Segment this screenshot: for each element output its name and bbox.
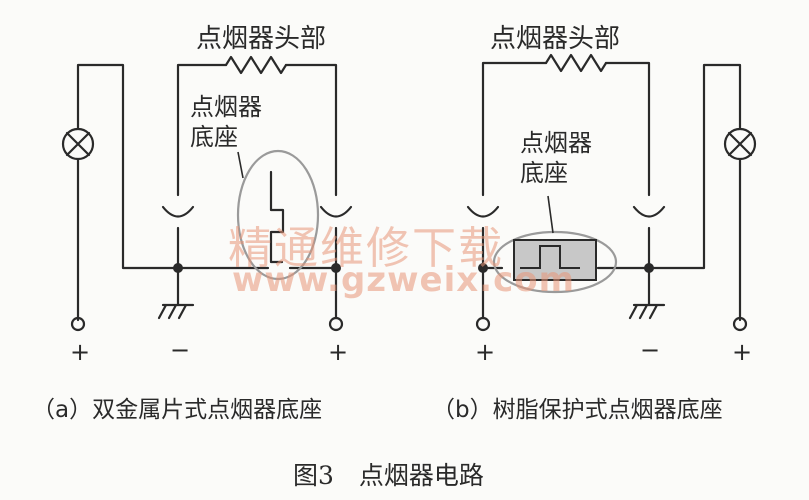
leader-a bbox=[237, 151, 244, 179]
base-highlight-a bbox=[236, 149, 320, 281]
terminal-icon bbox=[328, 316, 344, 332]
sign-a-lamp: + bbox=[70, 338, 91, 366]
ground-icon bbox=[157, 303, 195, 320]
circuit-b bbox=[466, 53, 757, 332]
base-label-a: 点烟器 底座 bbox=[190, 92, 262, 152]
socket-icon bbox=[632, 205, 666, 218]
resistor-icon bbox=[224, 55, 288, 75]
sign-b-ground: − bbox=[640, 336, 661, 364]
watermark-url: www.gzweix.com bbox=[232, 260, 576, 300]
base-label-a-line2: 底座 bbox=[190, 123, 238, 151]
lamp-icon bbox=[61, 127, 95, 161]
wire-a-head bbox=[176, 63, 338, 197]
base-label-b-line2: 底座 bbox=[520, 159, 568, 187]
lamp-icon bbox=[723, 127, 757, 161]
sign-a-right: + bbox=[328, 338, 349, 366]
caption-b: （b）树脂保护式点烟器底座 bbox=[432, 397, 723, 423]
socket-icon bbox=[319, 205, 353, 218]
base-highlight-b bbox=[492, 230, 618, 294]
sign-a-ground: − bbox=[170, 336, 191, 364]
sign-b-left: + bbox=[475, 338, 496, 366]
resistor-icon bbox=[544, 53, 608, 73]
sign-b-lamp: + bbox=[732, 338, 753, 366]
resin-block-icon bbox=[513, 239, 597, 281]
junction-dots bbox=[173, 263, 654, 273]
ground-icon bbox=[628, 303, 666, 320]
wire-a-lamp-top bbox=[76, 63, 180, 322]
socket-icon bbox=[161, 205, 195, 218]
leader-b bbox=[547, 195, 554, 234]
terminal-icon bbox=[70, 316, 86, 332]
terminal-icon bbox=[475, 316, 491, 332]
caption-a: （a）双金属片式点烟器底座 bbox=[32, 397, 323, 423]
base-label-b: 点烟器 底座 bbox=[520, 128, 592, 188]
head-label-b: 点烟器头部 bbox=[490, 24, 621, 54]
bimetal-strip-icon bbox=[269, 170, 285, 264]
socket-icon bbox=[466, 205, 500, 218]
watermark-cn: 精通维修下载 bbox=[228, 223, 504, 274]
wire-b-head bbox=[481, 61, 651, 197]
base-label-a-line1: 点烟器 bbox=[190, 93, 262, 121]
head-label-a: 点烟器头部 bbox=[196, 24, 327, 54]
terminal-icon bbox=[732, 316, 748, 332]
figure-caption: 图3 点烟器电路 bbox=[293, 461, 484, 490]
base-label-b-line1: 点烟器 bbox=[520, 129, 592, 157]
